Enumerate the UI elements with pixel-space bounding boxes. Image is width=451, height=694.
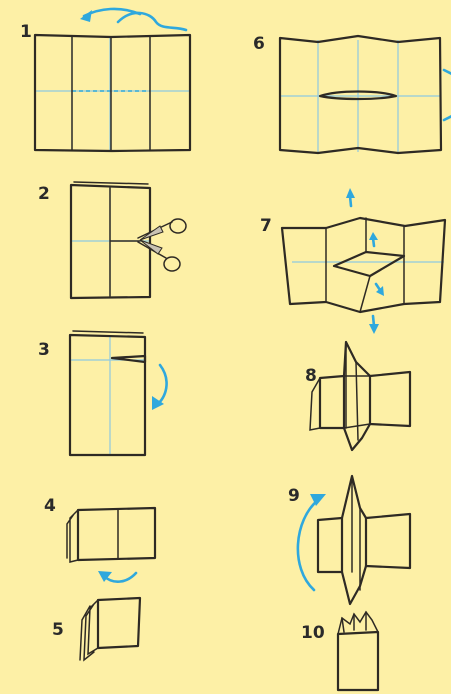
arrow-icon: [444, 70, 451, 120]
scissors-icon: [138, 219, 186, 271]
step-10-illustration: [338, 612, 378, 690]
step-5-illustration: [80, 598, 140, 660]
step-2-illustration: [71, 182, 186, 298]
step-8-illustration: [310, 342, 410, 450]
fold-arrow-icon: [80, 9, 186, 30]
step-1-illustration: [35, 9, 190, 151]
step-3-illustration: [70, 331, 167, 455]
fold-arrow-icon: [298, 494, 326, 590]
fold-arrow-icon: [98, 571, 136, 582]
step-7-illustration: [282, 188, 445, 334]
step-6-illustration: [280, 36, 451, 153]
step-4-illustration: [67, 508, 155, 582]
step-9-illustration: [298, 476, 410, 604]
fold-arrow-icon: [152, 365, 167, 410]
